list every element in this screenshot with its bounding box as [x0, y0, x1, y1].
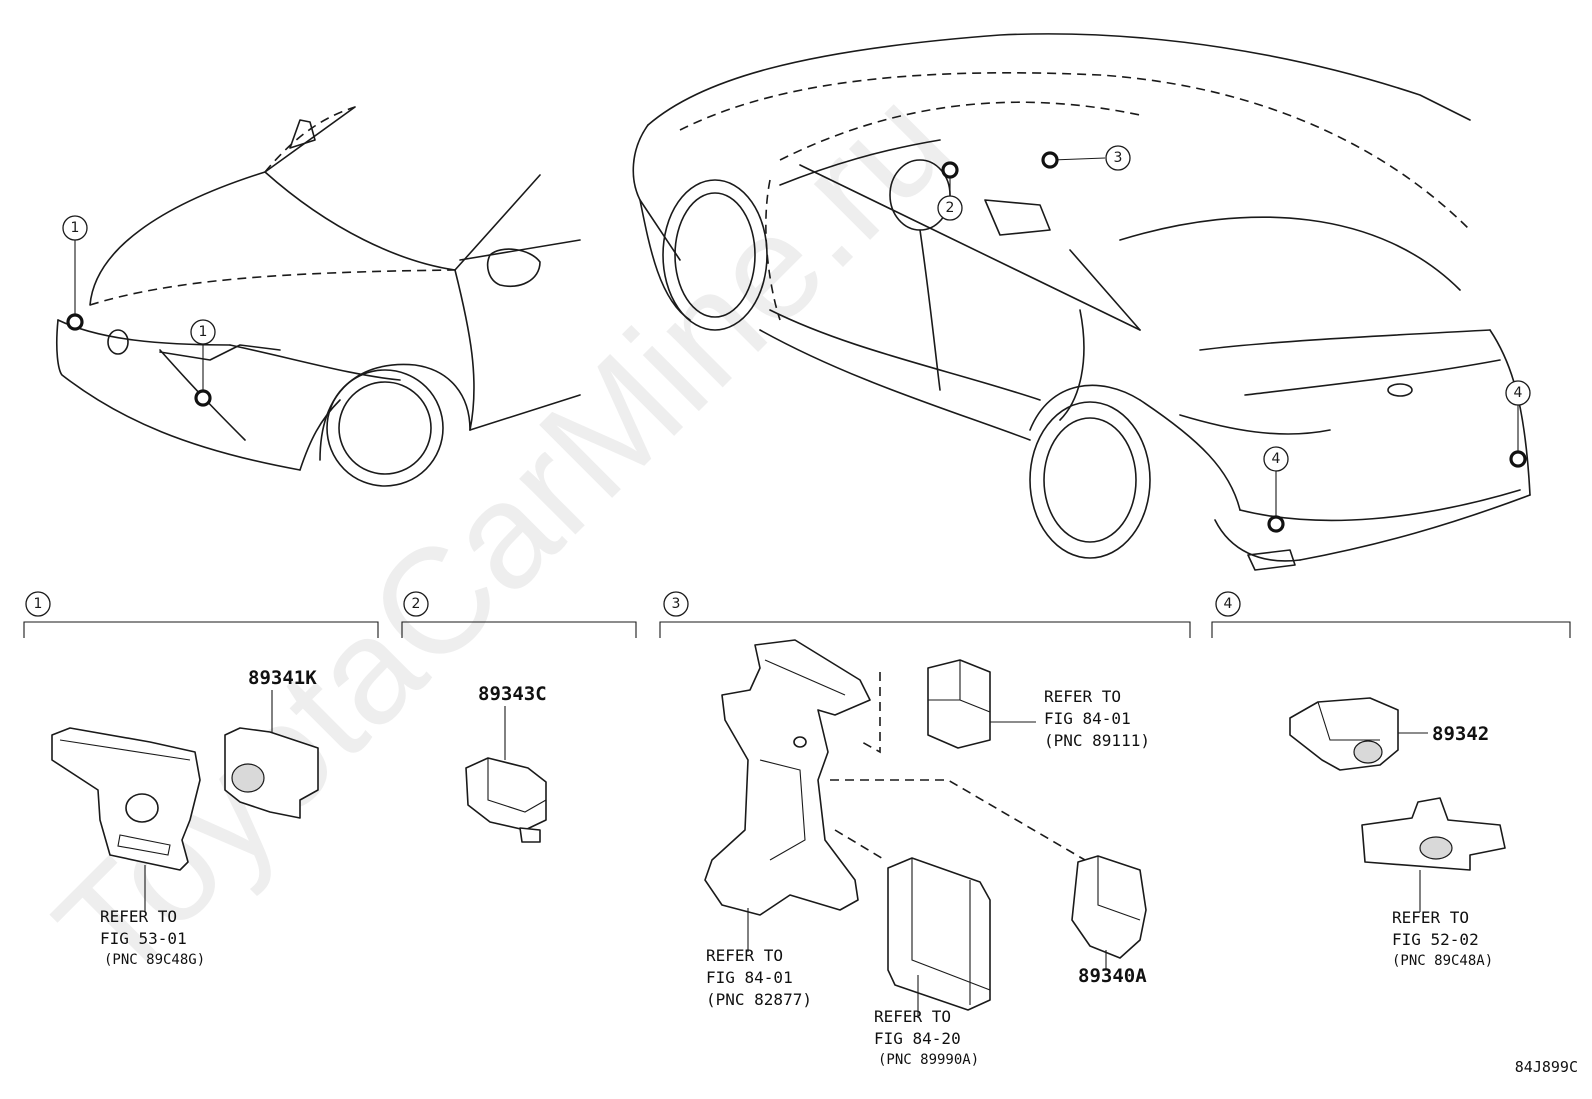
- drawing-code: 84J899C: [1515, 1058, 1578, 1076]
- svg-text:REFER TO: REFER TO: [874, 1007, 951, 1026]
- sensor-location-cabin-2: [941, 161, 959, 179]
- svg-text:FIG 52-02: FIG 52-02: [1392, 930, 1479, 949]
- svg-text:REFER TO: REFER TO: [1044, 687, 1121, 706]
- sensor-location-rear-center: [1267, 515, 1285, 533]
- svg-text:FIG 84-20: FIG 84-20: [874, 1029, 961, 1048]
- part-number-89340A: 89340A: [1078, 965, 1147, 987]
- callout-4-rear-center: 4: [1263, 446, 1289, 472]
- svg-text:1: 1: [71, 220, 80, 236]
- svg-text:FIG 84-01: FIG 84-01: [1044, 709, 1131, 728]
- refer-to-fig-53-01: REFER TO FIG 53-01 (PNC 89C48G): [100, 907, 205, 968]
- part-number-89341K: 89341K: [248, 667, 317, 689]
- sensor-89340A-part: [1071, 855, 1147, 970]
- refer-to-fig-84-01-pnc-82877: REFER TO FIG 84-01 (PNC 82877): [706, 946, 812, 1009]
- assembly-line-1: [861, 672, 881, 754]
- sensor-location-front-corner: [66, 313, 84, 331]
- svg-text:3: 3: [672, 596, 681, 612]
- svg-text:(PNC 89990A): (PNC 89990A): [878, 1052, 979, 1068]
- rear-car-view: [632, 33, 1531, 571]
- svg-text:(PNC 89C48G): (PNC 89C48G): [104, 952, 205, 968]
- callout-1-front-center: 1: [190, 319, 216, 345]
- svg-text:REFER TO: REFER TO: [706, 946, 783, 965]
- svg-text:4: 4: [1272, 451, 1281, 467]
- callout-1-front-corner: 1: [62, 215, 88, 241]
- sensor-location-rear-corner: [1509, 450, 1527, 468]
- assembly-line-2: [830, 779, 1086, 861]
- group-3-bracket: 3: [659, 591, 1191, 638]
- ecu-module-89111-part: [927, 659, 1036, 749]
- svg-text:(PNC 82877): (PNC 82877): [706, 990, 812, 1009]
- part-number-89342: 89342: [1432, 723, 1489, 745]
- svg-text:1: 1: [199, 324, 208, 340]
- callout-2-cabin: 2: [937, 195, 963, 221]
- svg-text:4: 4: [1224, 596, 1233, 612]
- svg-text:2: 2: [412, 596, 421, 612]
- front-sensor-89341K-part: [224, 690, 319, 819]
- group-2-bracket: 2: [401, 591, 637, 638]
- ecu-module-89990A-part: [887, 857, 991, 1018]
- callout-4-rear-corner: 4: [1505, 380, 1531, 406]
- svg-text:2: 2: [946, 200, 955, 216]
- svg-text:4: 4: [1514, 385, 1523, 401]
- refer-to-fig-84-01-pnc-89111: REFER TO FIG 84-01 (PNC 89111): [1044, 687, 1150, 750]
- callout-3-cabin: 3: [1105, 145, 1131, 171]
- part-number-89343C: 89343C: [478, 683, 547, 705]
- svg-text:1: 1: [34, 596, 43, 612]
- svg-text:REFER TO: REFER TO: [100, 907, 177, 926]
- svg-text:REFER TO: REFER TO: [1392, 908, 1469, 927]
- group-1-bracket: 1: [23, 591, 379, 638]
- sensor-location-front-center: [194, 389, 212, 407]
- sensor-location-cabin-3: [1041, 151, 1059, 169]
- svg-text:FIG 53-01: FIG 53-01: [100, 929, 187, 948]
- svg-text:(PNC 89111): (PNC 89111): [1044, 731, 1150, 750]
- group-4-bracket: 4: [1211, 591, 1571, 638]
- svg-text:3: 3: [1114, 150, 1123, 166]
- assembly-line-3: [834, 829, 886, 861]
- rear-sensor-89342-part: [1289, 697, 1428, 771]
- front-sensor-retainer-part: [51, 727, 201, 912]
- svg-text:(PNC 89C48A): (PNC 89C48A): [1392, 953, 1493, 969]
- refer-to-fig-52-02: REFER TO FIG 52-02 (PNC 89C48A): [1392, 908, 1493, 969]
- svg-text:FIG 84-01: FIG 84-01: [706, 968, 793, 987]
- rear-sensor-retainer-part: [1361, 797, 1506, 912]
- sensor-89343C-part: [465, 706, 547, 843]
- ecu-bracket-part: [704, 639, 871, 952]
- refer-to-fig-84-20: REFER TO FIG 84-20 (PNC 89990A): [874, 1007, 979, 1068]
